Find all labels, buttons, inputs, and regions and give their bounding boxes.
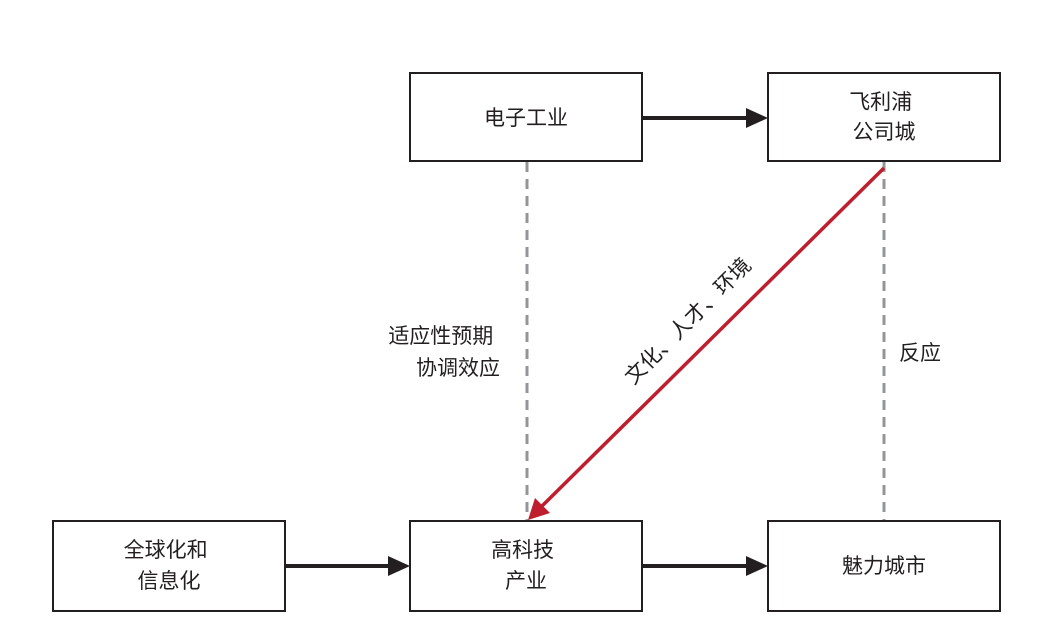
box-globalization xyxy=(52,520,286,612)
box-philips xyxy=(767,72,1001,162)
box-charm-city xyxy=(767,520,1001,612)
label-adaptive-expectation: 适应性预期 协调效应 xyxy=(388,324,500,380)
arrow-globalization-to-hightech xyxy=(286,556,410,576)
label-reaction: 反应 xyxy=(899,341,941,365)
label-electronics: 电子工业 xyxy=(484,106,568,130)
arrow-philips-to-hightech xyxy=(528,166,886,520)
box-hightech xyxy=(409,520,643,612)
arrow-hightech-to-charm-city xyxy=(643,556,768,576)
arrow-electronics-to-philips xyxy=(643,108,768,128)
label-globalization: 全球化和 信息化 xyxy=(124,538,215,593)
label-philips: 飞利浦 公司城 xyxy=(849,90,919,144)
label-culture-talent-environment: 文化、人才、环境 xyxy=(620,253,756,389)
label-charm-city: 魅力城市 xyxy=(842,554,926,578)
label-hightech: 高科技 产业 xyxy=(491,538,561,593)
box-electronics xyxy=(409,72,643,162)
